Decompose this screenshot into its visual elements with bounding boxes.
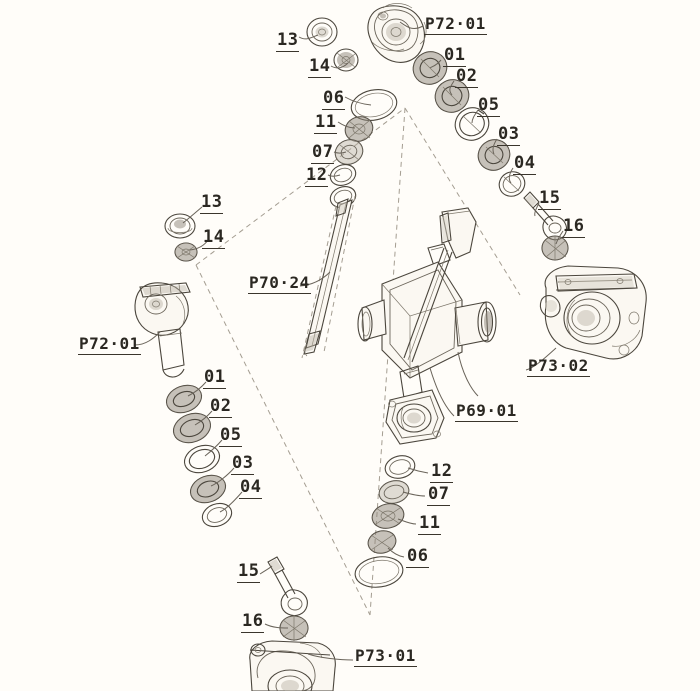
label-14-upper: 14 (308, 56, 332, 78)
lower-left-assembly-group (134, 213, 309, 641)
leader-lines (134, 21, 564, 661)
part-14-upper-washer (333, 48, 359, 72)
part-13-upper-nut (306, 17, 338, 47)
label-12-lower: 12 (430, 461, 454, 483)
label-06-lower: 06 (406, 546, 430, 568)
part-p73-02-hub-carrier (539, 265, 647, 360)
label-02-mid: 02 (209, 396, 233, 418)
part-12-lower-ring (384, 455, 416, 479)
label-03-upper: 03 (497, 124, 521, 146)
part-11-lower-bearing (371, 503, 405, 529)
label-11-lower: 11 (418, 513, 442, 535)
label-05-mid: 05 (219, 425, 243, 447)
part-03-lower-bearing (189, 474, 227, 504)
part-14-lower-washer (174, 242, 198, 262)
part-04-lower-seal (201, 502, 233, 528)
part-p70-24-drive-shaft (301, 195, 356, 359)
label-07-upper: 07 (311, 142, 335, 164)
label-01-mid: 01 (203, 367, 227, 389)
label-14-mid: 14 (202, 227, 226, 249)
upper-assembly-group (306, 3, 569, 261)
label-05-upper: 05 (477, 95, 501, 117)
part-13-lower-nut (164, 213, 196, 239)
part-16-upper-boot (541, 235, 569, 261)
part-15-lower-tierod (267, 556, 308, 617)
label-01-upper: 01 (443, 45, 467, 67)
part-06-lower-bearing-cup (367, 530, 397, 554)
part-04-upper-seal (498, 171, 526, 197)
label-p72-01-mid: P72·01 (78, 334, 141, 355)
part-06-lower-oring (354, 556, 404, 588)
label-15-upper: 15 (538, 188, 562, 210)
part-p72-01-lower-knuckle (134, 282, 191, 378)
part-01-lower-bearing (165, 384, 203, 414)
part-07-upper-bearing (334, 139, 364, 165)
lower-center-assembly-group (354, 455, 416, 588)
part-06-upper-oring (350, 89, 398, 121)
part-p69-01-axle-housing (357, 207, 497, 445)
label-p69-01: P69·01 (455, 401, 518, 422)
label-04-mid: 04 (239, 477, 263, 499)
part-03-upper-bearing (477, 139, 511, 171)
label-16-lower: 16 (241, 611, 265, 633)
label-p70-24: P70·24 (248, 273, 311, 294)
label-03-mid: 03 (231, 453, 255, 475)
label-12-upper: 12 (305, 165, 329, 187)
part-15-upper-tierod (523, 191, 568, 241)
label-11-upper: 11 (314, 112, 338, 134)
part-05-lower-snapring (183, 444, 221, 474)
label-13-mid: 13 (200, 192, 224, 214)
part-02-lower-bearing (172, 412, 212, 444)
label-16-upper: 16 (562, 216, 586, 238)
label-p73-01: P73·01 (354, 646, 417, 667)
assembly-guide-lines (195, 107, 521, 616)
label-13-upper: 13 (276, 30, 300, 52)
label-p73-02: P73·02 (527, 356, 590, 377)
part-02-upper-bearing (434, 79, 470, 113)
part-11-upper-bearing (344, 116, 374, 142)
label-p72-01-upper: P72·01 (424, 14, 487, 35)
label-06-upper: 06 (322, 88, 346, 110)
label-04-upper: 04 (513, 153, 537, 175)
label-07-lower: 07 (427, 484, 451, 506)
part-12-upper-ring (329, 164, 357, 186)
part-p72-01-upper-knuckle (367, 3, 427, 63)
label-15-lower: 15 (237, 561, 261, 583)
part-07-lower-bearing (378, 480, 410, 504)
part-p73-01-hub-carrier (249, 640, 336, 691)
label-02-upper: 02 (455, 66, 479, 88)
